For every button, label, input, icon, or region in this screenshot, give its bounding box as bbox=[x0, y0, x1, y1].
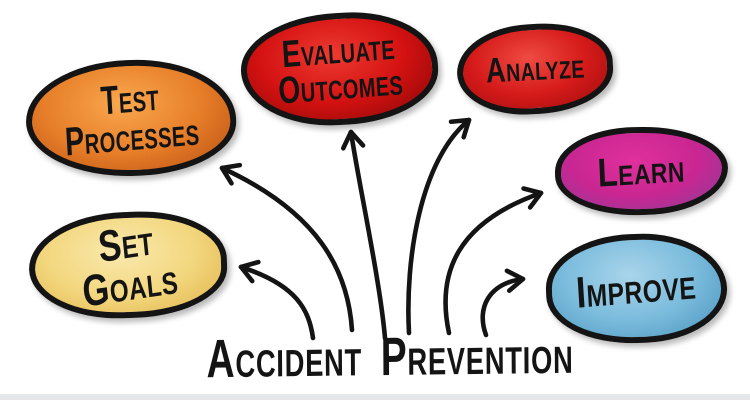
arrow-to-evaluate-outcomes bbox=[340, 129, 388, 341]
bottom-edge-strip bbox=[0, 394, 750, 400]
node-set-goals-label: Set Goals bbox=[80, 215, 181, 317]
arrow-to-improve bbox=[480, 268, 526, 338]
arrow-to-set-goals bbox=[238, 259, 316, 341]
arrow-to-analyze bbox=[406, 117, 472, 336]
arrow-to-learn bbox=[443, 186, 544, 336]
node-learn-label: Learn bbox=[596, 146, 687, 196]
arrow-to-test-processes bbox=[219, 162, 355, 333]
diagram-title: Accident Prevention bbox=[206, 324, 574, 390]
node-analyze-label: Analyze bbox=[484, 46, 586, 91]
node-improve-label: Improve bbox=[575, 258, 698, 318]
node-test-processes-label: Test Processes bbox=[63, 74, 201, 165]
node-evaluate-outcomes-label: Evaluate Outcomes bbox=[277, 25, 405, 113]
